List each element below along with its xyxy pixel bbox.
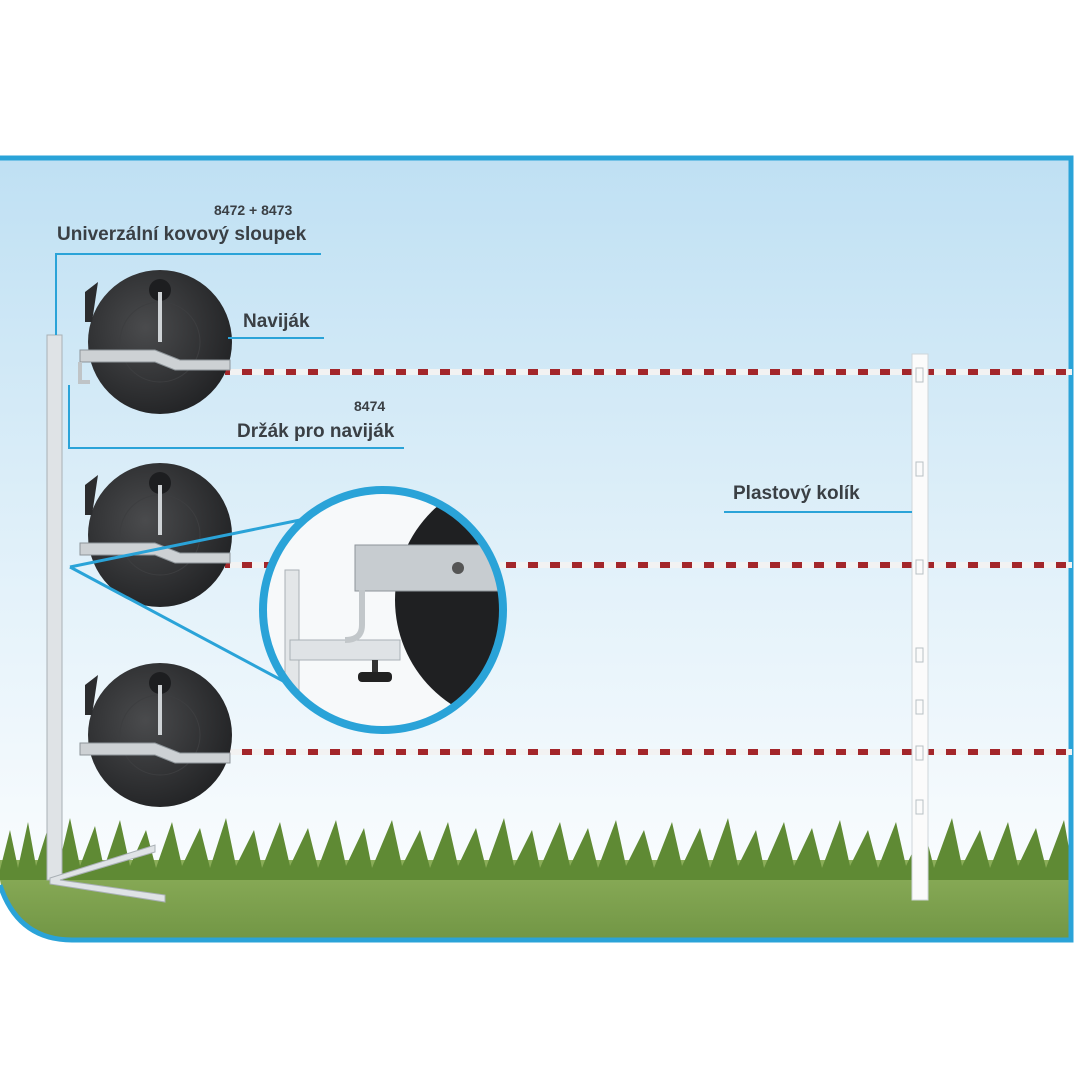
reel-label: Naviják	[243, 311, 310, 332]
plastic-post-leader-line	[724, 511, 912, 513]
post-leader-line	[55, 253, 321, 255]
tape-bottom	[225, 749, 1072, 755]
fence-tapes	[225, 369, 1072, 755]
reel-bottom	[79, 663, 232, 807]
post-name-label: Univerzální kovový sloupek	[57, 224, 307, 245]
holder-name-label: Držák pro naviják	[237, 421, 395, 442]
plastic-post	[911, 353, 929, 901]
reel-leader-line	[228, 337, 324, 339]
holder-leader-line	[68, 447, 404, 449]
holder-leader-line-vertical	[68, 385, 70, 449]
detail-zoom-callout	[69, 486, 507, 734]
tape-top	[225, 369, 1072, 375]
metal-post	[46, 334, 166, 903]
post-leader-line-vertical	[55, 253, 57, 335]
reels	[78, 270, 232, 807]
tape-middle	[225, 562, 1072, 568]
holder-code-label: 8474	[354, 398, 386, 414]
reel-top	[78, 270, 232, 414]
plastic-post-label: Plastový kolík	[733, 483, 860, 504]
frame-border	[0, 155, 1074, 943]
reel-middle	[79, 463, 232, 607]
post-code-label: 8472 + 8473	[214, 202, 293, 218]
grass	[0, 818, 1070, 880]
